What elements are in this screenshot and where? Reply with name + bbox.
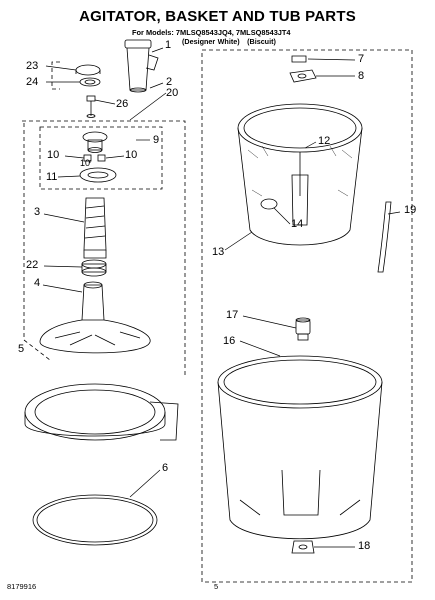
- leader-12: [304, 141, 317, 149]
- leader-10c: [105, 155, 125, 159]
- callout-13: 13: [212, 246, 225, 258]
- callout-11: 11: [46, 171, 58, 183]
- callout-5: 5: [18, 343, 25, 355]
- part-basket: [237, 103, 363, 246]
- leader-11: [57, 175, 81, 178]
- callout-20: 20: [166, 87, 179, 99]
- leader-23: [45, 65, 77, 71]
- callout-8: 8: [358, 70, 365, 82]
- leader-10a: [64, 155, 85, 159]
- callout-23: 23: [26, 60, 39, 72]
- part-agitator-auger: [83, 197, 107, 259]
- bracket-23-24: [51, 61, 60, 90]
- callout-10b: 10: [80, 158, 91, 168]
- callout-7: 7: [358, 53, 365, 65]
- leader-14: [273, 207, 291, 225]
- callout-6: 6: [162, 462, 169, 474]
- group-box-9: [39, 126, 163, 190]
- callout-4: 4: [34, 277, 41, 289]
- leader-17: [242, 315, 297, 329]
- leader-16: [239, 340, 281, 357]
- bracket-20: [22, 120, 186, 378]
- group-box-tub: [201, 49, 413, 583]
- leader-20: [129, 92, 167, 121]
- callout-24: 24: [26, 76, 39, 88]
- leader-1: [151, 47, 164, 53]
- callout-3: 3: [34, 206, 41, 218]
- part-agitator-base: [39, 281, 151, 354]
- part-cam-assembly: [79, 131, 117, 183]
- callout-16: 16: [223, 335, 236, 347]
- model-numbers: For Models: 7MLSQ8543JQ4, 7MLSQ8543JT4: [132, 28, 291, 37]
- part-tub-ring: [24, 383, 179, 441]
- page-number: 5: [214, 582, 219, 591]
- part-hose: [377, 201, 392, 273]
- part-bolt: [86, 95, 96, 118]
- callout-2: 2: [166, 76, 173, 88]
- leader-2: [149, 82, 164, 89]
- callout-17: 17: [226, 309, 239, 321]
- leader-26: [94, 99, 116, 105]
- document-number: 8179916: [7, 582, 37, 591]
- callout-14: 14: [291, 218, 304, 230]
- bracket-5: [23, 123, 51, 361]
- part-outer-tub: [217, 355, 383, 540]
- part-agitator-cap: [75, 39, 159, 93]
- callout-10c: 10: [125, 149, 138, 161]
- callout-1: 1: [165, 39, 172, 51]
- callout-9: 9: [153, 134, 160, 146]
- page-title: AGITATOR, BASKET AND TUB PARTS: [79, 8, 356, 25]
- leader-3: [43, 213, 85, 223]
- leader-6: [129, 469, 161, 498]
- leader-19: [387, 211, 401, 215]
- part-hub-nut: [289, 55, 317, 83]
- color-variants: (Designer White) (Biscuit): [182, 37, 276, 46]
- callout-22: 22: [26, 259, 39, 271]
- callout-10a: 10: [47, 149, 60, 161]
- callout-12: 12: [318, 135, 331, 147]
- callout-26: 26: [116, 98, 129, 110]
- leader-13: [224, 231, 253, 251]
- part-o-ring: [32, 494, 158, 546]
- variant-biscuit: (Biscuit): [247, 37, 276, 46]
- callout-19: 19: [404, 204, 417, 216]
- callout-18: 18: [358, 540, 371, 552]
- leader-22: [43, 265, 83, 268]
- leader-7: [307, 58, 356, 61]
- part-clip: [295, 317, 311, 341]
- variant-designer-white: (Designer White): [182, 37, 240, 46]
- part-bushing: [81, 259, 107, 277]
- part-drive-nut: [291, 540, 315, 554]
- leader-4: [42, 284, 83, 293]
